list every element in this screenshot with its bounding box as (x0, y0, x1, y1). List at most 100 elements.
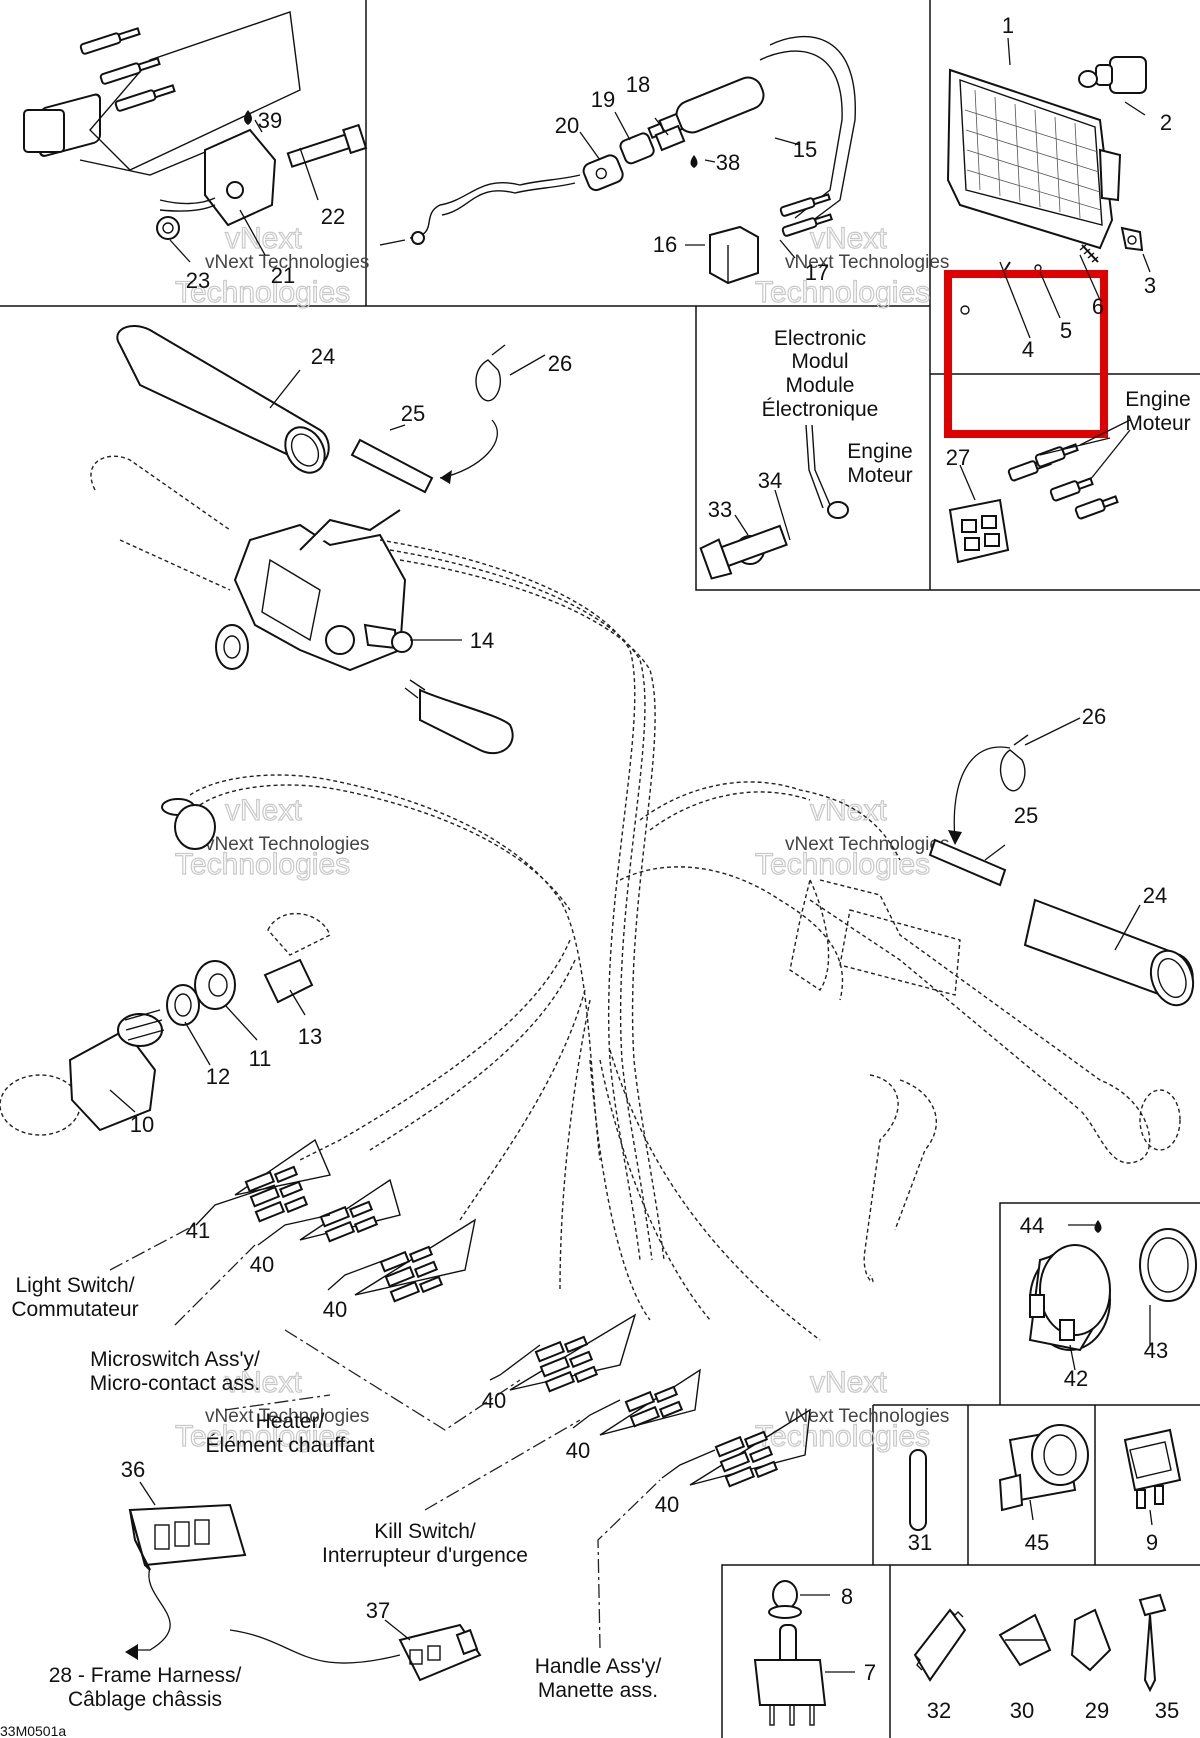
callout-35: 35 (1155, 1698, 1179, 1723)
watermark-text: vNext (225, 222, 302, 255)
toggle-switch (753, 1580, 827, 1726)
callout-23: 23 (186, 268, 210, 293)
watermark-text: vNext (810, 794, 887, 827)
callout-38: 38 (716, 150, 740, 175)
svg-text:Micro-contact ass.: Micro-contact ass. (90, 1372, 260, 1395)
callout-21: 21 (271, 263, 295, 288)
callout-3: 3 (1144, 273, 1156, 298)
callout-40: 40 (655, 1492, 679, 1517)
callout-1: 1 (1002, 13, 1014, 38)
svg-text:Heater/: Heater/ (256, 1410, 325, 1433)
drawing-code: 33M0501a (0, 1723, 66, 1738)
watermark-text: vNext Technologies (205, 834, 369, 855)
callout-8: 8 (841, 1584, 853, 1609)
svg-text:Commutateur: Commutateur (11, 1298, 138, 1321)
watermark-text: Technologies (755, 276, 930, 309)
callout-5: 5 (1060, 318, 1072, 343)
callout-24: 24 (1143, 883, 1167, 908)
callout-16: 16 (653, 232, 677, 257)
label-microswitch: Microswitch Ass'y/ Micro-contact ass. (90, 1348, 260, 1395)
watermarks: vNext Technologies vNext Technologies vN… (174, 221, 949, 1453)
callout-17: 17 (805, 260, 829, 285)
callout-11: 11 (249, 1046, 272, 1071)
callout-24: 24 (311, 344, 335, 369)
svg-text:Kill Switch/: Kill Switch/ (374, 1520, 476, 1543)
callout-18: 18 (626, 72, 650, 97)
callout-45: 45 (1025, 1530, 1049, 1555)
watermark-text: vNext Technologies (785, 252, 949, 273)
svg-text:Câblage châssis: Câblage châssis (68, 1688, 222, 1711)
callout-40: 40 (250, 1252, 274, 1277)
watermark-text: vNext (225, 794, 302, 827)
callout-20: 20 (555, 113, 579, 138)
tether-switch-assembly (379, 35, 856, 285)
callout-44: 44 (1020, 1213, 1044, 1238)
label-kill-switch: Kill Switch/ Interrupteur d'urgence (322, 1520, 528, 1567)
connector-37 (398, 1623, 482, 1682)
label-light-switch: Light Switch/ Commutateur (11, 1274, 138, 1321)
label-engine-mid: Engine Moteur (847, 440, 912, 487)
connector-36 (125, 1503, 401, 1664)
watermark-text: vNext (810, 1366, 887, 1399)
connector-clusters (234, 1138, 811, 1488)
callout-19: 19 (591, 87, 615, 112)
callout-7: 7 (864, 1660, 876, 1685)
label-heater: Heater/ Élément chauffant (206, 1410, 375, 1457)
svg-text:Microswitch Ass'y/: Microswitch Ass'y/ (90, 1348, 260, 1371)
svg-text:Modul: Modul (791, 350, 848, 373)
callout-42: 42 (1064, 1366, 1088, 1391)
callout-numbers: 1 2 3 4 5 6 7 8 9 10 11 12 13 14 15 16 1… (121, 13, 1179, 1723)
watermark-text: Technologies (175, 848, 350, 881)
svg-text:Élément chauffant: Élément chauffant (206, 1434, 375, 1457)
watermark-text: vNext Technologies (205, 1406, 369, 1427)
connector-27 (948, 443, 1119, 564)
svg-text:Light Switch/: Light Switch/ (15, 1274, 134, 1297)
watermark-text: Technologies (755, 848, 930, 881)
svg-text:Manette ass.: Manette ass. (538, 1679, 658, 1702)
svg-text:Interrupteur d'urgence: Interrupteur d'urgence (322, 1544, 528, 1567)
label-engine-right: Engine Moteur (1125, 388, 1190, 435)
watermark-text: Technologies (175, 276, 350, 309)
label-electronic-module: Electronic Modul Module Électronique (762, 327, 879, 421)
callout-40: 40 (482, 1388, 506, 1413)
ground-connection (699, 424, 849, 580)
watermark-text: vNext (810, 222, 887, 255)
watermark-text: vNext Technologies (205, 252, 369, 273)
svg-text:Électronique: Électronique (762, 398, 879, 421)
svg-text:Moteur: Moteur (1125, 412, 1190, 435)
text-labels: Electronic Modul Module Électronique Eng… (0, 327, 1191, 1738)
flasher-parts (1028, 1220, 1197, 1352)
watermark-text: Technologies (755, 1420, 930, 1453)
callout-37: 37 (366, 1598, 390, 1623)
callout-26: 26 (1082, 704, 1106, 729)
relay-assembly (23, 11, 368, 240)
callout-15: 15 (793, 137, 817, 162)
switch-parts-row (909, 1424, 1182, 1531)
callout-33: 33 (708, 497, 732, 522)
callout-22: 22 (321, 204, 345, 229)
svg-text:Handle Ass'y/: Handle Ass'y/ (535, 1655, 662, 1678)
callout-43: 43 (1144, 1338, 1168, 1363)
callout-9: 9 (1146, 1530, 1158, 1555)
callout-29: 29 (1085, 1698, 1109, 1723)
callout-30: 30 (1010, 1698, 1034, 1723)
headlight-assembly (946, 56, 1147, 315)
callout-13: 13 (298, 1024, 322, 1049)
highlight-box (944, 270, 1108, 438)
callout-41: 41 (186, 1218, 210, 1243)
clips-row (913, 1593, 1167, 1693)
cable-tie-left (439, 344, 506, 484)
callout-32: 32 (927, 1698, 951, 1723)
watermark-text: vNext Technologies (785, 1406, 949, 1427)
callout-27: 27 (946, 445, 970, 470)
callout-10: 10 (130, 1112, 154, 1137)
callout-31: 31 (908, 1530, 932, 1555)
leader-lines (109, 37, 1153, 1673)
callout-25: 25 (401, 401, 425, 426)
callout-40: 40 (566, 1438, 590, 1463)
callout-25: 25 (1014, 803, 1038, 828)
callout-12: 12 (206, 1064, 230, 1089)
callout-40: 40 (323, 1297, 347, 1322)
watermark-text: Technologies (175, 1420, 350, 1453)
